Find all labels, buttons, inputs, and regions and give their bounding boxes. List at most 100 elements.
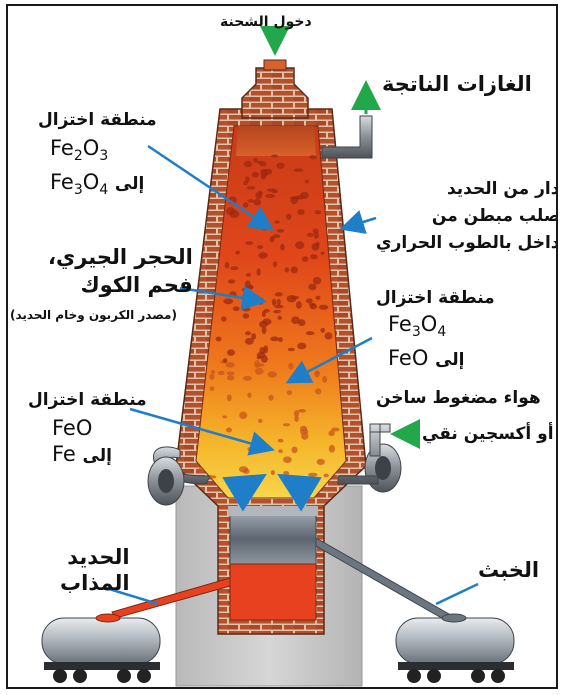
label-charge-inlet: دخول الشحنة xyxy=(220,14,312,30)
burden-particle xyxy=(291,196,299,204)
burden-particle xyxy=(308,473,318,477)
pointer-wall xyxy=(344,218,376,228)
burden-particle xyxy=(227,375,234,380)
burden-particle xyxy=(268,395,273,401)
burden-particle xyxy=(209,374,214,380)
label-zone3-from: FeO xyxy=(52,416,92,440)
burden-particle xyxy=(257,245,263,249)
burden-particle xyxy=(255,368,264,375)
burden-particle xyxy=(239,466,248,472)
label-zone1-title: منطقة اختزال xyxy=(38,110,157,130)
burden-particle xyxy=(319,305,328,310)
molten-iron-line-1: الحديد xyxy=(60,544,130,570)
burden-particle xyxy=(268,371,277,377)
burden-particle xyxy=(242,288,248,291)
burden-particle xyxy=(259,162,266,167)
burden-particle xyxy=(277,229,285,233)
burden-particle xyxy=(283,471,289,476)
burden-particle xyxy=(227,394,232,401)
wall-line-1: جدار من الحديد xyxy=(376,176,558,203)
burden-particle xyxy=(320,328,325,333)
wall-line-3: الداخل بالطوب الحراري xyxy=(376,230,558,257)
burden-particle xyxy=(258,252,267,258)
burden-particle xyxy=(271,155,278,158)
label-zone3-title: منطقة اختزال xyxy=(28,390,147,410)
burden-particle xyxy=(244,161,252,167)
burden-particle xyxy=(316,296,321,300)
tuyere-left-hole xyxy=(158,469,174,493)
burden-particle xyxy=(227,372,235,376)
burden-particle xyxy=(306,298,313,303)
burden-particle xyxy=(247,186,256,190)
burden-particle xyxy=(288,348,295,351)
burden-particle xyxy=(306,331,315,335)
burden-particle xyxy=(223,298,233,304)
burden-particle xyxy=(280,244,285,251)
burden-particle xyxy=(253,158,258,163)
burden-particle xyxy=(261,355,268,362)
slag-layer xyxy=(230,514,316,564)
burden-particle xyxy=(277,299,281,306)
burden-particle xyxy=(245,331,251,335)
burden-particle xyxy=(283,423,290,426)
burden-particle xyxy=(258,419,263,423)
burden-particle xyxy=(278,449,283,453)
burden-particle xyxy=(307,233,314,237)
burden-particle xyxy=(259,321,268,328)
burden-particle xyxy=(298,409,306,413)
limestone-line-2: فحم الكوك xyxy=(48,271,193,299)
burden-particle xyxy=(273,310,281,313)
burden-particle xyxy=(273,261,277,267)
molten-iron-layer xyxy=(230,564,316,620)
burden-particle xyxy=(243,313,249,319)
burden-particle xyxy=(278,337,283,342)
burden-particle xyxy=(257,356,262,360)
burden-particle xyxy=(329,445,335,453)
burden-particle xyxy=(321,252,325,255)
label-zone1-from: Fe2O3 xyxy=(50,136,108,164)
burden-particle xyxy=(291,447,297,454)
burden-particle xyxy=(252,172,259,178)
burden-particle xyxy=(272,299,276,306)
burden-particle xyxy=(226,428,232,433)
burden-particle xyxy=(247,393,251,398)
burden-particle xyxy=(288,363,293,370)
burden-particle xyxy=(246,273,251,277)
burden-particle xyxy=(295,241,304,249)
burden-particle xyxy=(245,241,253,245)
burden-particle xyxy=(228,279,235,283)
pointer-slag xyxy=(436,584,478,604)
burden-particle xyxy=(226,362,235,368)
burden-particle xyxy=(315,388,321,394)
burden-particle xyxy=(310,254,318,259)
burden-particle xyxy=(210,386,215,391)
burden-particle xyxy=(239,412,247,420)
burden-particle xyxy=(322,376,327,383)
charge-opening xyxy=(264,60,286,70)
wall-line-2: الصلب مبطن من xyxy=(376,203,558,230)
furnace-top-zone xyxy=(236,126,316,156)
burden-particle xyxy=(283,456,292,463)
burden-particle xyxy=(257,268,261,276)
burden-particle xyxy=(286,213,291,220)
burden-particle xyxy=(290,296,299,299)
burden-particle xyxy=(265,194,275,198)
burden-particle xyxy=(315,371,320,375)
burden-particle xyxy=(274,220,280,223)
burden-particle xyxy=(305,180,309,183)
label-furnace-wall: جدار من الحديد الصلب مبطن من الداخل بالط… xyxy=(376,176,558,257)
label-slag: الخبث xyxy=(478,558,539,582)
iron-ladle-car xyxy=(42,614,160,683)
burden-particle xyxy=(300,192,309,199)
burden-particle xyxy=(246,286,254,289)
burden-particle xyxy=(285,267,290,272)
burden-particle xyxy=(278,316,283,320)
burden-particle xyxy=(211,370,215,374)
burden-particle xyxy=(275,292,283,296)
burden-particle xyxy=(262,327,267,334)
burden-particle xyxy=(226,207,235,215)
burden-particle xyxy=(309,155,317,159)
burden-particle xyxy=(294,415,299,422)
burden-particle xyxy=(297,343,306,350)
burden-particle xyxy=(276,163,284,169)
